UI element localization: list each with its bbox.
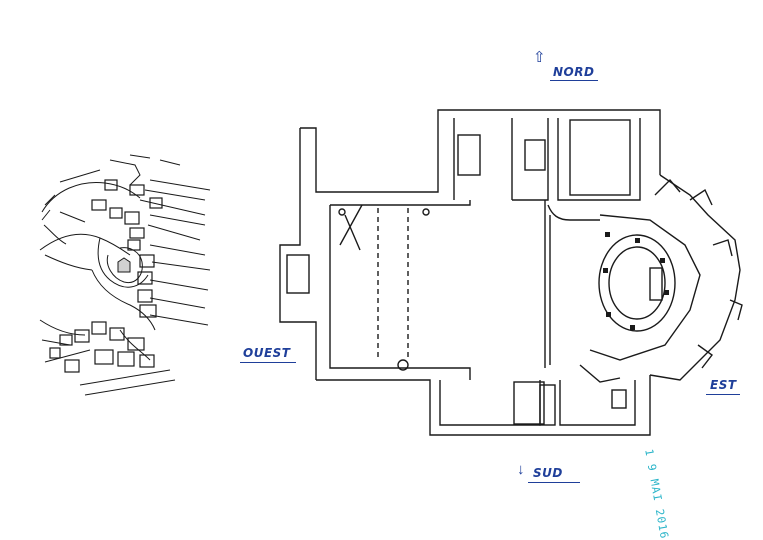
- west-label: OUEST: [243, 346, 291, 360]
- east-underline: [706, 394, 740, 395]
- south-label: SUD: [533, 466, 563, 480]
- north-arrow-icon: ⇧: [533, 49, 546, 66]
- north-label: NORD: [553, 65, 595, 79]
- west-underline: [240, 362, 296, 363]
- north-underline: [550, 80, 598, 81]
- south-underline: [528, 482, 580, 483]
- east-label: EST: [710, 378, 737, 392]
- south-arrow-icon: ↓: [517, 461, 525, 478]
